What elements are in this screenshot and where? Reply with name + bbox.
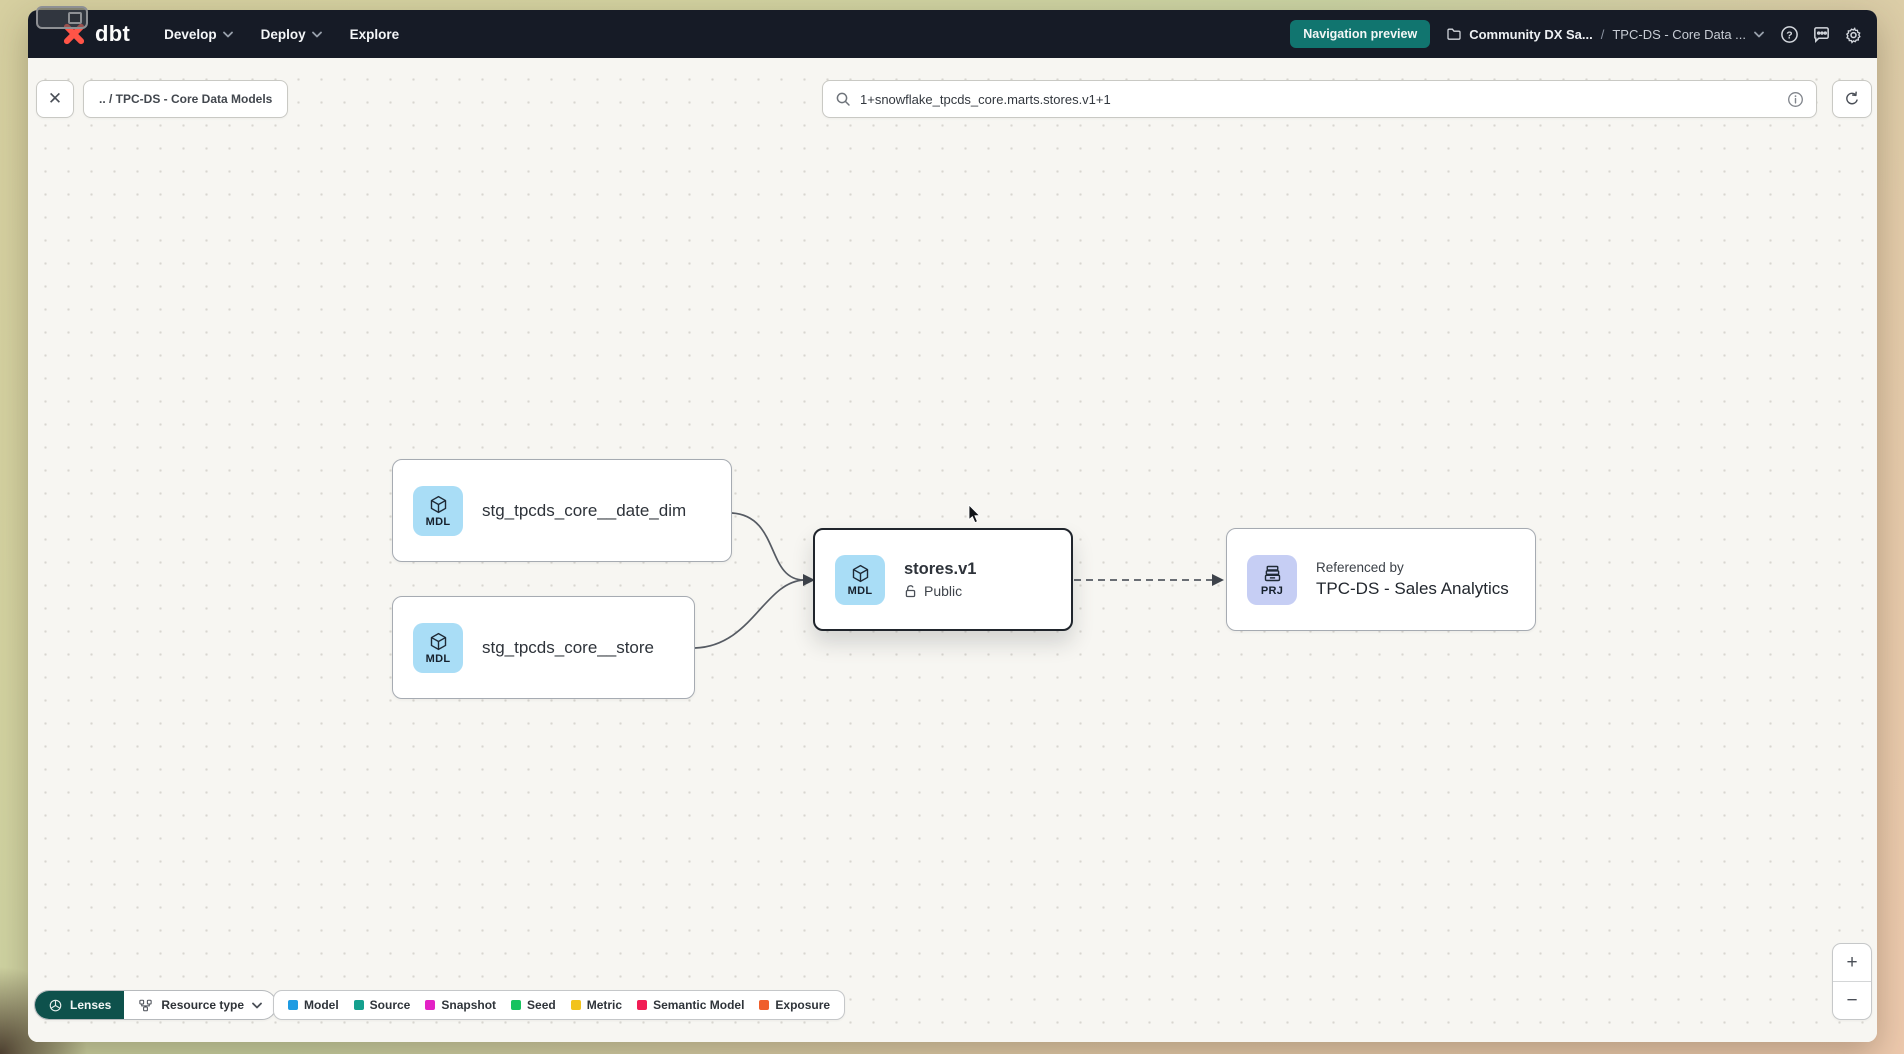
lineage-selector-input[interactable] [860,91,1778,107]
model-badge: MDL [835,554,885,605]
legend-swatch [288,1000,298,1010]
project-stack-icon [1264,565,1280,581]
edge-date-dim-to-stores [731,512,805,581]
edge-store-to-stores [694,579,805,649]
arrowhead [1212,574,1224,586]
legend-label: Seed [527,998,556,1012]
legend-item-seed: Seed [511,998,556,1012]
badge-label: PRJ [1260,584,1284,597]
dbt-logo[interactable]: dbt [58,19,130,49]
legend-label: Snapshot [441,998,497,1012]
folder-icon [1447,28,1461,40]
node-stores-v1[interactable]: MDL stores.v1 Public [813,528,1073,631]
lenses-icon [49,999,62,1011]
feedback-icon[interactable] [1812,25,1831,44]
cube-icon [430,632,446,650]
info-icon[interactable] [1787,91,1804,108]
legend-item-semantic-model: Semantic Model [637,998,744,1012]
resource-type-label: Resource type [161,998,245,1012]
lineage-search-bar [822,80,1817,118]
breadcrumb-project[interactable]: Community DX Sa... [1446,26,1593,42]
svg-text:?: ? [1786,30,1792,41]
cube-icon [430,495,446,513]
legend-swatch [759,1000,770,1010]
node-title: TPC-DS - Sales Analytics [1316,579,1509,598]
lineage-breadcrumb-chip[interactable]: .. / TPC-DS - Core Data Models [83,80,289,118]
model-badge: MDL [413,622,463,673]
legend-swatch [637,1000,648,1010]
menu-explore[interactable]: Explore [350,27,400,42]
breadcrumb-environment[interactable]: TPC-DS - Core Data ... [1612,26,1746,42]
legend-label: Exposure [775,998,831,1012]
zoom-out-button[interactable]: − [1846,989,1858,1011]
legend-swatch [425,1000,436,1010]
legend-item-source: Source [353,998,411,1012]
main-menu: Develop Deploy Explore [164,27,399,42]
model-badge: MDL [413,485,463,536]
legend-item-metric: Metric [570,998,623,1012]
project-badge: PRJ [1247,554,1297,605]
help-icon[interactable]: ? [1780,25,1799,44]
legend: Model Source Snapshot Seed Metric Semantic Mo… [273,990,846,1020]
app-window: dbt Develop Deploy Explore Navigation pr… [28,10,1877,1042]
menu-develop-label: Develop [164,26,217,42]
settings-gear-icon[interactable] [1844,25,1863,44]
chevron-down-icon [252,1002,262,1008]
legend-item-snapshot: Snapshot [425,998,496,1012]
resource-type-icon [139,999,153,1011]
search-icon [836,92,850,106]
chevron-down-icon [311,31,322,37]
legend-label: Model [304,998,339,1012]
legend-label: Semantic Model [653,998,745,1012]
breadcrumb: Community DX Sa... / TPC-DS - Core Data … [1446,26,1764,42]
lineage-canvas[interactable]: ✕ .. / TPC-DS - Core Data Models [28,58,1877,1042]
chevron-down-icon [222,31,233,37]
legend-label: Source [369,998,411,1012]
badge-label: MDL [425,515,451,528]
legend-swatch [353,1000,364,1010]
breadcrumb-separator: / [1600,26,1605,42]
lenses-button[interactable]: Lenses [35,991,125,1019]
chevron-down-icon[interactable] [1754,31,1764,38]
menu-deploy-label: Deploy [260,26,306,42]
lenses-label: Lenses [70,998,112,1012]
node-title: stg_tpcds_core__store [482,637,654,657]
node-title: stores.v1 [904,560,977,578]
breadcrumb-project-label: Community DX Sa... [1469,26,1593,42]
node-referenced-by-sales-analytics[interactable]: PRJ Referenced by TPC-DS - Sales Analyti… [1226,528,1536,631]
close-lineage-button[interactable]: ✕ [36,80,74,118]
mouse-cursor [968,505,981,524]
legend-label: Metric [586,998,623,1012]
refresh-lineage-button[interactable] [1832,80,1872,118]
lenses-control: Lenses Resource type [34,990,278,1020]
legend-swatch [511,1000,522,1010]
zoom-controls: + − [1832,943,1872,1020]
legend-item-model: Model [288,998,339,1012]
badge-label: MDL [425,652,451,665]
top-navigation-bar: dbt Develop Deploy Explore Navigation pr… [28,10,1877,58]
access-label: Public [924,583,963,599]
legend-item-exposure: Exposure [759,998,830,1012]
dbt-logo-text: dbt [95,21,131,46]
screen-capture-artifact [36,6,88,29]
badge-label: MDL [847,584,873,597]
menu-develop[interactable]: Develop [164,27,233,42]
node-stg-tpcds-core-store[interactable]: MDL stg_tpcds_core__store [392,596,695,699]
menu-explore-label: Explore [349,26,400,42]
legend-swatch [570,1000,581,1010]
node-stg-tpcds-core-date-dim[interactable]: MDL stg_tpcds_core__date_dim [392,459,732,562]
node-eyebrow: Referenced by [1316,560,1404,575]
cube-icon [852,564,868,582]
resource-type-dropdown[interactable]: Resource type [124,991,276,1019]
zoom-in-button[interactable]: + [1833,944,1871,982]
unlock-icon [905,585,916,598]
navigation-preview-badge[interactable]: Navigation preview [1290,20,1431,48]
menu-deploy[interactable]: Deploy [261,27,322,42]
node-title: stg_tpcds_core__date_dim [482,500,687,520]
access-row: Public [904,583,976,599]
refresh-icon [1846,91,1858,105]
